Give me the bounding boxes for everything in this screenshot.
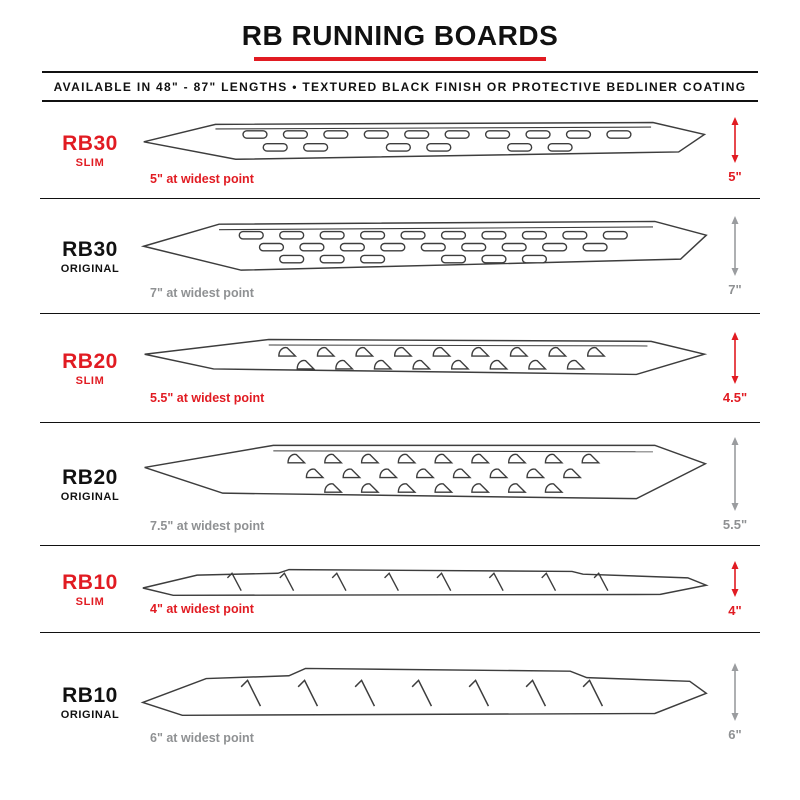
height-arrow-icon [731,436,739,511]
height-arrow-icon [731,331,739,384]
width-note: 5" at widest point [150,171,254,186]
rb10-slim-board-illustration [142,568,709,596]
board-drawing-rb30-slim: 5" at widest point [140,109,710,190]
model-label: RB10 [62,570,118,594]
variant-label: ORIGINAL [60,708,120,721]
height-arrow-icon [731,662,739,721]
model-label: RB20 [62,465,118,489]
page-title: RB RUNNING BOARDS [241,20,559,51]
board-drawing-rb10-slim: 4" at widest point [140,557,710,622]
rb10-original-board-illustration [140,667,708,716]
row-divider [40,422,760,423]
height-dimension-rb10-slim: 4" [710,560,760,618]
width-note: 4" at widest point [150,602,254,617]
model-label: RB20 [62,349,118,373]
board-row-rb10-slim: RB10 SLIM 4" at widest point [40,546,760,632]
width-note: 7" at widest point [150,286,254,301]
width-note: 5.5" at widest point [150,390,265,405]
title-underline [254,57,546,61]
board-drawing-rb30-original: 7" at widest point [140,207,710,305]
width-note: 6" at widest point [150,731,254,746]
height-arrow-icon [731,560,739,597]
board-row-rb20-original: RB20 ORIGINAL 7.5" a [40,423,760,545]
height-dimension-rb30-original: 7" [710,215,760,297]
board-drawing-rb20-slim: 5.5" at widest point [140,326,710,409]
page-subtitle: AVAILABLE IN 48" - 87" LENGTHS • TEXTURE… [53,80,747,94]
rb20-original-board-illustration [144,445,708,500]
board-row-rb30-original: RB30 ORIGINAL 7" at [40,199,760,313]
height-label: 7" [728,281,742,297]
board-row-rb30-slim: RB30 SLIM 5" at widest point [40,102,760,198]
subtitle-band: AVAILABLE IN 48" - 87" LENGTHS • TEXTURE… [42,71,758,102]
rb30-slim-board-illustration [143,122,707,161]
model-label: RB30 [62,237,118,261]
model-label: RB30 [62,131,118,155]
board-rows: RB30 SLIM 5" at widest point [40,102,760,771]
variant-label: ORIGINAL [60,262,120,275]
row-divider [40,632,760,633]
height-dimension-rb20-slim: 4.5" [710,331,760,405]
rb30-original-board-illustration [140,220,708,271]
board-label-rb10-original: RB10 ORIGINAL [40,684,140,721]
variant-label: ORIGINAL [60,490,120,503]
height-dimension-rb20-original: 5.5" [710,436,760,532]
variant-label: SLIM [75,595,105,608]
row-divider [40,313,760,314]
row-divider [40,198,760,199]
rb20-slim-board-illustration [144,339,708,376]
board-label-rb10-slim: RB10 SLIM [40,571,140,608]
width-note: 7.5" at widest point [150,518,265,533]
height-label: 5.5" [722,516,748,532]
variant-label: SLIM [75,156,105,169]
height-arrow-icon [731,215,739,276]
height-dimension-rb10-original: 6" [710,662,760,742]
height-label: 4" [728,602,742,618]
height-dimension-rb30-slim: 5" [710,116,760,184]
model-label: RB10 [62,683,118,707]
board-row-rb20-slim: RB20 SLIM 5.5" at widest point [40,314,760,422]
variant-label: SLIM [75,374,105,387]
height-label: 5" [728,168,742,184]
board-label-rb20-slim: RB20 SLIM [40,350,140,387]
height-label: 4.5" [722,389,748,405]
height-arrow-icon [731,116,739,163]
height-label: 6" [728,726,742,742]
board-drawing-rb10-original: 6" at widest point [140,654,710,750]
board-label-rb20-original: RB20 ORIGINAL [40,466,140,503]
board-label-rb30-slim: RB30 SLIM [40,132,140,169]
board-label-rb30-original: RB30 ORIGINAL [40,238,140,275]
board-row-rb10-original: RB10 ORIGINAL 6" at widest point [40,633,760,771]
row-divider [40,545,760,546]
board-drawing-rb20-original: 7.5" at widest point [140,430,710,537]
